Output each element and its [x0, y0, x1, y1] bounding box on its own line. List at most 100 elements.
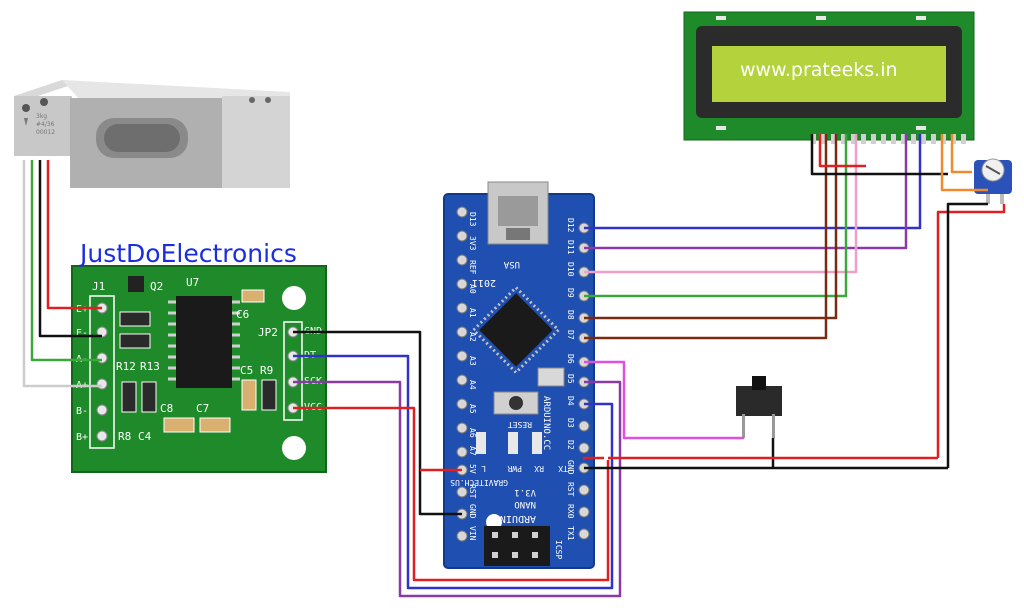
brand-title: JustDoElectronics: [78, 239, 297, 268]
ref-c8: C8: [160, 402, 173, 415]
pin-d10: D10: [566, 262, 575, 277]
pin-rx0: RX0: [566, 504, 575, 519]
ref-r9: R9: [260, 364, 273, 377]
wire-d12: [584, 134, 922, 230]
mount-hole: [282, 286, 306, 310]
wire-d8: [584, 134, 838, 320]
ref-r8: R8: [118, 430, 131, 443]
pin-d4: D4: [566, 396, 575, 406]
wire-lc-black: [38, 160, 102, 338]
ref-jp2: JP2: [258, 326, 278, 339]
lcd-screen: [712, 46, 946, 102]
wire-d7: [584, 134, 828, 340]
pin-d11: D11: [566, 240, 575, 255]
wire-d6-button: [584, 360, 744, 440]
pin-5v: 5V: [468, 464, 477, 474]
ref-c6: C6: [236, 308, 249, 321]
led-label-pwr: PWR: [507, 464, 522, 473]
brand-line-3: ARDUINO: [494, 513, 536, 524]
pin-label-e-minus: E-: [76, 328, 88, 339]
pin-label-e-plus: E+: [76, 304, 88, 315]
load-cell-mark-3: 00012: [36, 129, 55, 136]
pin-vin: VIN: [468, 526, 477, 541]
potentiometer: [974, 158, 1012, 204]
nano-left-pads: [456, 206, 468, 542]
wire-lcd-k: [950, 134, 972, 174]
wire-d11: [584, 134, 908, 250]
wire-lc-green: [30, 160, 102, 362]
ref-j1: J1: [92, 280, 105, 293]
pin-a1: A1: [468, 308, 477, 318]
ref-c4: C4: [138, 430, 152, 443]
ref-u7: U7: [186, 276, 199, 289]
usb-label: USA: [503, 259, 520, 269]
pin-d8: D8: [566, 310, 575, 320]
wire-d9: [584, 134, 848, 298]
load-cell: 3kg #4/36 00012: [14, 80, 290, 188]
led-label-l: L: [481, 464, 486, 473]
pin-d7: D7: [566, 330, 575, 340]
icsp-label: ICSP: [554, 540, 563, 559]
wire-lc-white: [22, 160, 102, 388]
arrow-icon: [24, 118, 28, 126]
pin-d6: D6: [566, 354, 575, 364]
nano-year: 2011: [472, 277, 496, 288]
ref-c5: C5: [240, 364, 253, 377]
ref-r13: R13: [140, 360, 160, 373]
wire-lcd-vdd: [818, 134, 866, 168]
lcd-text: www.prateeks.in: [740, 59, 898, 81]
wire-lcd-vss: [810, 134, 948, 176]
wire-lc-red: [46, 160, 102, 310]
hx711-chip: [176, 296, 232, 388]
brand-line-2: GRAVITECH.US: [450, 478, 508, 487]
pin-rst-right: RST: [566, 482, 575, 497]
load-cell-mark-2: #4/36: [36, 121, 55, 128]
hx711-module: E+ E- A- A+ B- B+ J1 Q2 U7 C6 JP2: [71, 265, 327, 473]
load-cell-mark-1: 3kg: [36, 113, 47, 120]
pin-d12: D12: [566, 218, 575, 233]
pin-rst-left: RST: [468, 484, 477, 499]
lcd-header-pins: [811, 134, 966, 144]
pin-d2: D2: [566, 440, 575, 450]
pin-a5: A5: [468, 404, 477, 414]
ref-r12: R12: [116, 360, 136, 373]
pin-a6: A6: [468, 428, 477, 438]
wire-hx-dt: [293, 354, 614, 590]
wire-d10: [584, 134, 858, 274]
pin-a0: A0: [468, 284, 477, 294]
pin-a7: A7: [468, 446, 477, 456]
brand-line-5: V3.1: [514, 487, 536, 497]
reset-label: RESET: [508, 420, 532, 429]
pin-ref: REF: [468, 260, 477, 275]
pin-label-b-plus: B+: [76, 432, 88, 443]
arduino-nano: USA 2011 RESET L PWR RX TX ARDUINO.CC GR…: [443, 181, 595, 569]
pin-gnd-left: GND: [468, 504, 477, 519]
ref-c7: C7: [196, 402, 209, 415]
nano-right-pads: [578, 222, 590, 540]
pin-a4: A4: [468, 380, 477, 390]
wire-hx-vcc: [293, 406, 610, 582]
pin-d3: D3: [566, 418, 575, 428]
pin-d5: D5: [566, 374, 575, 384]
pin-tx1: TX1: [566, 526, 575, 541]
wires: [22, 134, 1006, 598]
pin-d13: D13: [468, 212, 477, 227]
wire-lcd-a: [940, 134, 988, 192]
led-label-tx: TX: [558, 464, 568, 473]
wire-hx-gnd: [293, 330, 462, 516]
pin-3v3: 3V3: [468, 236, 477, 251]
wire-vcc-tail: [582, 456, 604, 460]
wire-pot-red: [936, 204, 1006, 458]
lcd-display: www.prateeks.in: [683, 11, 975, 144]
pin-gnd-right: GND: [566, 460, 575, 475]
pin-a3: A3: [468, 356, 477, 366]
pin-a2: A2: [468, 332, 477, 342]
push-button: [736, 376, 782, 438]
atmega-chip: [479, 293, 553, 367]
brand-line-4: NANO: [514, 499, 536, 509]
mount-hole: [282, 436, 306, 460]
wire-hx-sck: [293, 380, 622, 598]
pin-label-b-minus: B-: [76, 406, 88, 417]
brand-line-1: ARDUINO.CC: [541, 396, 551, 450]
